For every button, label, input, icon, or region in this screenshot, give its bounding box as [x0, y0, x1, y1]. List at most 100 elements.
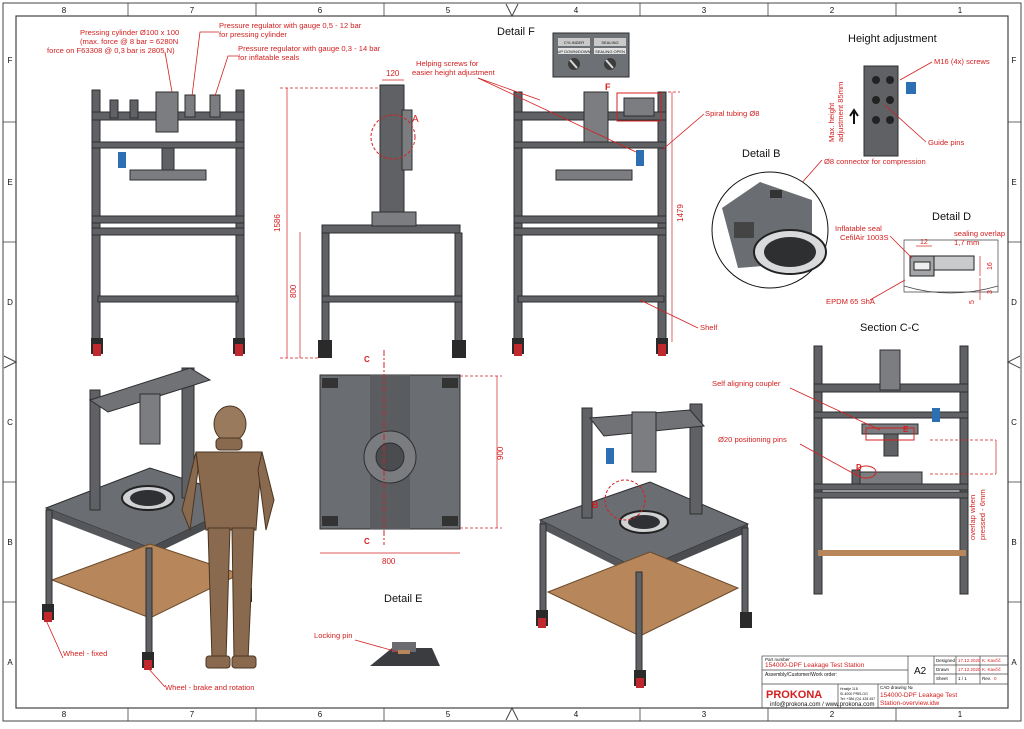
- col-label: 2: [830, 710, 835, 719]
- panel-cylinder-label: CYLINDER: [564, 40, 584, 45]
- col-label: 7: [190, 710, 195, 719]
- grid-ticks: [3, 3, 1021, 721]
- detail-d-view: [903, 239, 999, 294]
- cad-file: Station-overview.idw: [880, 700, 940, 707]
- row-label: D: [1011, 298, 1017, 307]
- connector-label: Ø8 connector for compression: [824, 157, 926, 166]
- designed-date: 17.12.2020: [958, 658, 981, 663]
- dim-1586: 1586: [273, 214, 282, 232]
- dim-800-vertical: 800: [289, 284, 298, 298]
- panel-cylinder-sub: UP DOWN/DOWN: [557, 49, 590, 54]
- wheel-brake-label: Wheel - brake and rotation: [165, 683, 255, 692]
- designed-caption: Designed: [936, 658, 956, 663]
- title-block: [761, 655, 1009, 709]
- rev-caption: Rev.: [982, 676, 991, 681]
- col-label: 6: [318, 6, 323, 15]
- manikin: [181, 405, 275, 669]
- inflatable-seal-label-1: Inflatable seal: [835, 224, 882, 233]
- col-label: 4: [574, 6, 579, 15]
- pressure-reg1-label-2: for pressing cylinder: [219, 30, 287, 39]
- row-label: E: [7, 178, 12, 187]
- height-adjustment-view: [849, 65, 916, 157]
- dim-800-horizontal: 800: [382, 557, 396, 566]
- col-label: 3: [702, 6, 707, 15]
- drawn-caption: Drawn: [936, 667, 950, 672]
- pressing-cylinder-label-2: (max. force @ 8 bar = 6280N: [80, 37, 178, 46]
- helping-screws-label-2: easier height adjustment: [412, 68, 496, 77]
- detail-d-dims: [916, 245, 981, 300]
- col-label: 2: [830, 6, 835, 15]
- drawn-by: K. Kavčič: [982, 667, 1002, 672]
- row-label: B: [1011, 538, 1016, 547]
- dim-120: 120: [386, 69, 400, 78]
- row-label: C: [1011, 418, 1017, 427]
- iso-view-right: [536, 403, 752, 688]
- max-height-label-1: Max. height: [827, 102, 836, 142]
- helping-screws-label-1: Helping screws for: [416, 59, 479, 68]
- spiral-tubing-label: Spiral tubing Ø8: [705, 109, 759, 118]
- pressing-cylinder-label-1: Pressing cylinder Ø100 x 100: [80, 28, 179, 37]
- col-label: 6: [318, 710, 323, 719]
- panel-sealing-label: SEALING: [601, 40, 618, 45]
- detail-e-view: [370, 642, 440, 666]
- leaders-top: [164, 31, 705, 329]
- part-number-caption: Part number: [765, 657, 790, 662]
- detail-b-marker: B: [592, 500, 599, 510]
- col-label: 4: [574, 710, 579, 719]
- address-line-2: SI-4000 PRELOG: [840, 692, 868, 696]
- address-line-1: Hrastje 118: [840, 687, 858, 691]
- top-view: [319, 350, 461, 545]
- locking-pin-label: Locking pin: [314, 631, 352, 640]
- detail-b-view: [711, 171, 829, 289]
- col-label: 3: [702, 710, 707, 719]
- side-view: [318, 84, 466, 358]
- sheet-caption: Sheet: [936, 676, 949, 681]
- sealing-overlap-label-2: 1,7 mm: [954, 238, 979, 247]
- assembly-caption: Assembly/Customer/Work order:: [765, 672, 837, 678]
- col-label: 7: [190, 6, 195, 15]
- pressing-cylinder-label-3: force on F63308 @ 0,3 bar is 2805 N): [47, 46, 175, 55]
- sealing-overlap-label-1: sealing overlap: [954, 229, 1005, 238]
- inflatable-seal-label-2: CefilAir 1003S: [840, 233, 889, 242]
- dim-1479: 1479: [676, 204, 685, 222]
- part-number: 154000-DPF Leakage Test Station: [765, 662, 865, 669]
- row-label: D: [7, 298, 13, 307]
- positioning-pins-label: Ø20 positioning pins: [718, 435, 787, 444]
- address-line-3: Tel: +386 (0)1 428 457: [840, 697, 875, 701]
- overlap-pressed-label-2: pressed - 6mm: [978, 489, 987, 540]
- pressure-reg2-label-2: for inflatable seals: [238, 53, 299, 62]
- max-height-label-2: adjustment 85mm: [836, 82, 845, 142]
- pressure-reg2-label-1: Pressure regulator with gauge 0,3 - 14 b…: [238, 44, 381, 53]
- detail-e-marker: E: [903, 425, 909, 434]
- top-view-dims: [320, 375, 502, 554]
- detail-d-marker: D: [856, 463, 862, 472]
- overlap-pressed-label-1: overlap when: [968, 495, 977, 540]
- detail-e-title: Detail E: [384, 593, 423, 605]
- section-c-top-marker: C: [364, 355, 370, 364]
- cad-name: 154000-DPF Leakage Test: [880, 692, 957, 699]
- detail-d-title: Detail D: [932, 211, 971, 223]
- designed-by: K. Kavčič: [982, 658, 1002, 663]
- row-label: B: [7, 538, 12, 547]
- company-contact: info@prokona.com / www.prokona.com: [770, 702, 874, 708]
- height-adjustment-title: Height adjustment: [848, 33, 937, 45]
- wheel-fixed-label: Wheel - fixed: [63, 649, 107, 658]
- dim-12: 12: [920, 239, 928, 246]
- row-label: A: [7, 658, 13, 667]
- front-view: [91, 89, 245, 356]
- row-label: E: [1011, 178, 1016, 187]
- side-dimensions: [280, 79, 404, 359]
- row-label: F: [8, 56, 13, 65]
- sheet-value: 1 / 1: [958, 676, 967, 681]
- detail-f-title: Detail F: [497, 26, 535, 38]
- col-label: 1: [958, 710, 963, 719]
- guide-pins-label: Guide pins: [928, 138, 965, 147]
- row-label: A: [1011, 658, 1017, 667]
- section-cc-view: [813, 345, 997, 595]
- sheet-size: A2: [914, 666, 927, 677]
- drawn-date: 17.12.2020: [958, 667, 981, 672]
- dim-900: 900: [496, 446, 505, 460]
- column-labels: 8 7 6 5 4 3 2 1 8 7 6 5 4 3 2 1 F E D C …: [7, 6, 1017, 719]
- col-label: 8: [62, 6, 67, 15]
